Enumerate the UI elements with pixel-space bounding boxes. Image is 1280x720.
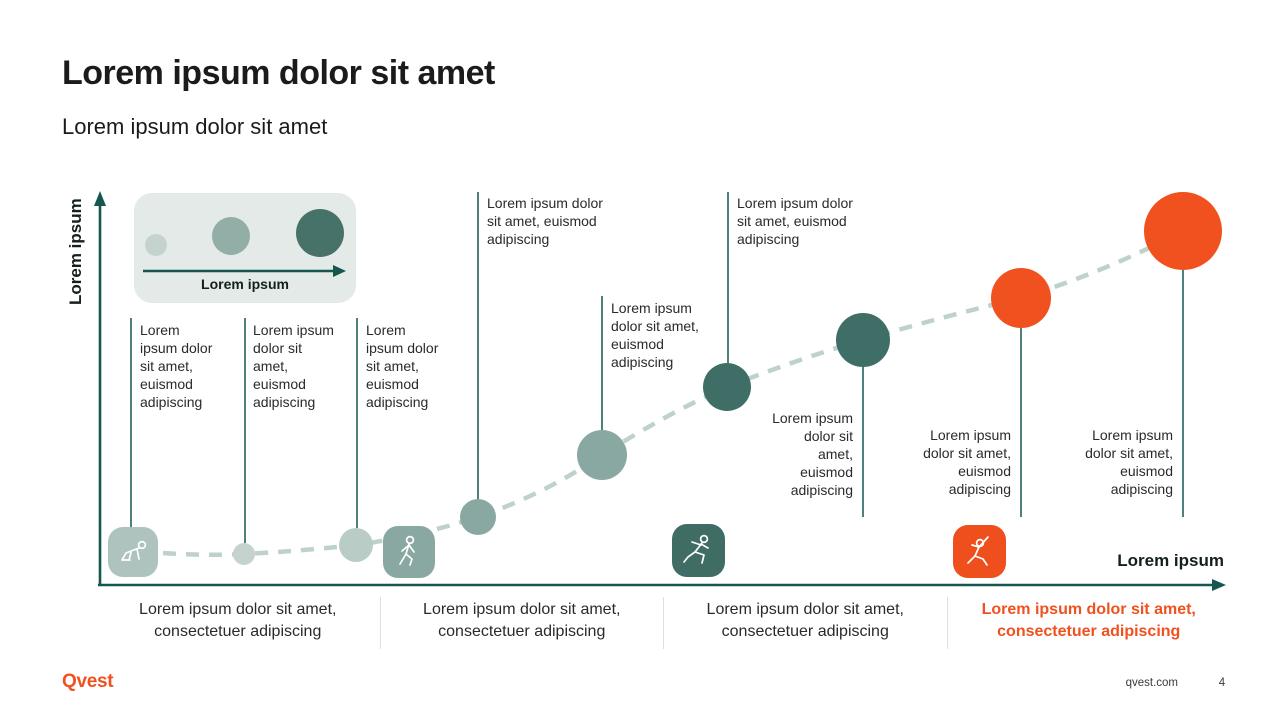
callout-text: Lorem ipsum dolor sit amet, euismod adip… xyxy=(772,410,853,498)
stage-label-3: Lorem ipsum dolor sit amet, consectetuer… xyxy=(663,597,947,649)
x-axis-arrowhead-icon xyxy=(1212,579,1226,591)
page-number: 4 xyxy=(1218,677,1226,689)
legend-arrowhead-icon xyxy=(333,265,346,277)
legend-bubble-large xyxy=(296,209,344,257)
milestone-bubble xyxy=(991,268,1051,328)
milestone-bubble xyxy=(703,363,751,411)
stage-label-1: Lorem ipsum dolor sit amet, consectetuer… xyxy=(139,601,337,640)
legend-label: Lorem ipsum xyxy=(201,276,289,292)
callout-text: Lorem ipsum dolor sit amet, euismod adip… xyxy=(737,195,853,247)
footer-website: qvest.com xyxy=(1125,677,1178,689)
running-person-icon xyxy=(672,524,725,577)
stage-label-2: Lorem ipsum dolor sit amet, consectetuer… xyxy=(379,597,664,649)
stage-label-row: Lorem ipsum dolor sit amet, consectetuer… xyxy=(96,597,1230,649)
y-axis-label: Lorem ipsum xyxy=(66,198,85,305)
walking-person-icon xyxy=(383,526,435,578)
callout-text: Lorem ipsum dolor sit amet, euismod adip… xyxy=(253,322,334,410)
crawling-person-icon xyxy=(108,527,158,577)
y-axis-arrowhead-icon xyxy=(94,191,106,206)
growth-curve xyxy=(162,229,1185,558)
sprinting-person-icon xyxy=(953,525,1006,578)
legend-bubble-medium xyxy=(212,217,250,255)
milestone-bubble xyxy=(460,499,496,535)
stage-label-4-highlighted: Lorem ipsum dolor sit amet, consectetuer… xyxy=(946,597,1231,649)
milestone-bubble xyxy=(1144,192,1222,270)
slide-subtitle: Lorem ipsum dolor sit amet xyxy=(62,114,328,139)
callout-text: Lorem ipsum dolor sit amet, euismod adip… xyxy=(140,322,213,410)
callout-text: Lorem ipsum dolor sit amet, euismod adip… xyxy=(611,300,699,370)
x-axis-label: Lorem ipsum xyxy=(1117,551,1224,570)
slide-title: Lorem ipsum dolor sit amet xyxy=(62,54,495,92)
callout-text: Lorem ipsum dolor sit amet, euismod adip… xyxy=(366,322,439,410)
legend-bubble-small xyxy=(145,234,167,256)
milestone-bubble xyxy=(233,543,255,565)
qvest-logo: Qvest xyxy=(62,671,114,692)
milestone-bubble xyxy=(577,430,627,480)
milestone-bubble xyxy=(836,313,890,367)
milestone-bubble xyxy=(339,528,373,562)
callout-text: Lorem ipsum dolor sit amet, euismod adip… xyxy=(923,427,1011,497)
callout-text: Lorem ipsum dolor sit amet, euismod adip… xyxy=(1085,427,1173,497)
callout-text: Lorem ipsum dolor sit amet, euismod adip… xyxy=(487,195,603,247)
